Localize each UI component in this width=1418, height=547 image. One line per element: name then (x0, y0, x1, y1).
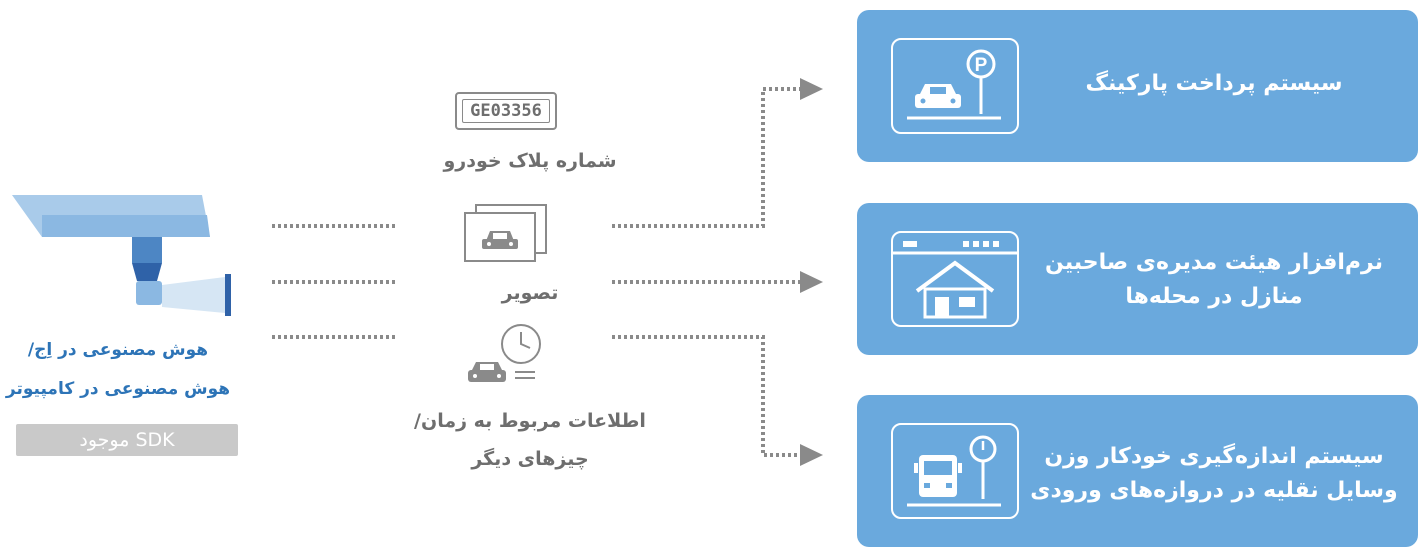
source-title-line1: هوش مصنوعی در اِج/ (27, 340, 209, 360)
camera-icon (12, 195, 231, 316)
plate-text: GE03356 (462, 99, 550, 123)
svg-text:P: P (975, 55, 988, 76)
destination-weighing-label-line2: وسایل نقلیه در دروازه‌های ورودی (1030, 478, 1398, 503)
car-clock-icon (468, 324, 541, 382)
sdk-badge: SDK موجود (16, 424, 238, 456)
browser-house-icon (891, 231, 1019, 327)
right-connector-top (612, 87, 800, 228)
source-title-line2: هوش مصنوعی در کامپیوتر (5, 379, 231, 399)
time-info-label-line2: چیزهای دیگر (471, 448, 589, 470)
image-stack-car-icon (464, 204, 547, 262)
destination-hoa-label-line2: منازل در محله‌ها (1125, 284, 1303, 309)
arrowhead-top (800, 78, 823, 100)
parking-icon: P (891, 38, 1019, 134)
right-connector-bottom (612, 335, 800, 457)
destination-parking-payment: P سیستم پرداخت پارکینگ (857, 10, 1418, 162)
plate-number-label: شماره پلاک خودرو (443, 150, 617, 172)
time-info-label-line1: اطلاعات مربوط به زمان/ (414, 410, 646, 432)
destination-vehicle-weighing: سیستم اندازه‌گیری خودکار وزن وسایل نقلیه… (857, 395, 1418, 547)
arrowhead-middle (800, 271, 823, 293)
destination-parking-label: سیستم پرداخت پارکینگ (1085, 71, 1343, 96)
license-plate-icon: GE03356 (455, 92, 557, 130)
destination-hoa-software: نرم‌افزار هیئت مدیره‌ی صاحبین منازل در م… (857, 203, 1418, 355)
image-label: تصویر (501, 282, 559, 304)
destination-hoa-label-line1: نرم‌افزار هیئت مدیره‌ی صاحبین (1045, 250, 1383, 275)
truck-scale-icon (891, 423, 1019, 519)
arrowhead-bottom (800, 444, 823, 466)
destination-weighing-label-line1: سیستم اندازه‌گیری خودکار وزن (1044, 444, 1384, 469)
